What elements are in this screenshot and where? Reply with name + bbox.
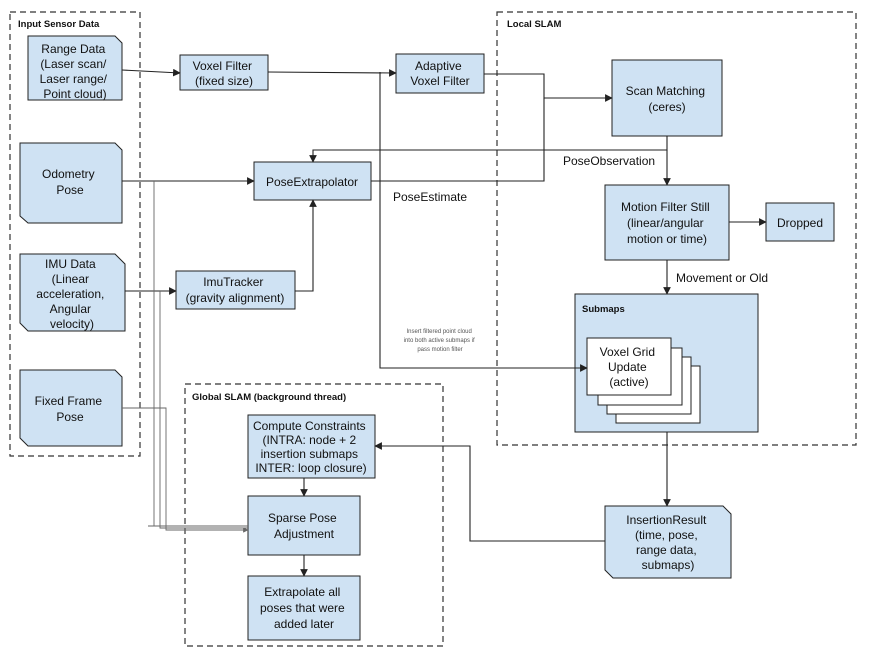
local-slam-group bbox=[496, 11, 857, 446]
compute-constraints-node bbox=[247, 414, 376, 479]
extrapolate-all-label: Extrapolate all poses that were added la… bbox=[260, 585, 348, 631]
edge-odometry-to-sparse bbox=[153, 181, 248, 527]
odometry-node bbox=[19, 142, 123, 224]
edge-tracker-to-extrapolator bbox=[295, 199, 317, 292]
scan-matching-label: Scan Matching (ceres) bbox=[626, 84, 709, 114]
local-slam-group-title: Local SLAM bbox=[507, 19, 561, 30]
range-data-label: Range Data (Laser scan/ Laser range/ Poi… bbox=[40, 42, 111, 101]
motion-filter-node bbox=[604, 184, 730, 261]
insert-note-label: Insert filtered point cloud into both ac… bbox=[404, 329, 477, 353]
insertion-result-label: InsertionResult (time, pose, range data,… bbox=[626, 513, 709, 572]
global-slam-group-title: Global SLAM (background thread) bbox=[192, 392, 346, 403]
voxel-filter-label: Voxel Filter (fixed size) bbox=[193, 59, 256, 88]
voxel-grid-label: Voxel Grid Update (active) bbox=[600, 345, 659, 389]
scan-matching-node bbox=[611, 59, 723, 137]
edge-range-to-voxel bbox=[121, 68, 181, 77]
imu-tracker-node bbox=[175, 270, 296, 310]
submaps-title: Submaps bbox=[582, 304, 625, 315]
input-sensor-group-title: Input Sensor Data bbox=[18, 19, 100, 30]
adaptive-voxel-label: Adaptive Voxel Filter bbox=[410, 59, 469, 88]
pose-extrapolator-node bbox=[253, 161, 372, 201]
odometry-label: Odometry Pose bbox=[42, 167, 98, 197]
edge-fixedframe-to-sparse bbox=[122, 407, 249, 533]
movement-or-old-label: Movement or Old bbox=[676, 271, 768, 285]
edge-voxel-to-voxelgrid bbox=[379, 72, 588, 372]
edge-insertion-to-constraints bbox=[374, 442, 605, 542]
edge-voxel-to-adaptive bbox=[267, 69, 397, 77]
edge-scanmatching-to-extrapolator bbox=[309, 136, 668, 163]
imu-data-label: IMU Data (Linear acceleration, Angular v… bbox=[36, 257, 107, 331]
edge-extrapolator-to-scanmatching bbox=[371, 98, 545, 182]
sparse-pose-node bbox=[247, 495, 361, 556]
fixed-frame-label: Fixed Frame Pose bbox=[35, 394, 106, 424]
imu-data-node bbox=[19, 253, 126, 332]
insertion-result-node bbox=[604, 505, 732, 579]
pose-estimate-label: PoseEstimate bbox=[393, 190, 467, 204]
range-data-node bbox=[27, 35, 123, 101]
edge-adaptive-to-scanmatching bbox=[484, 73, 613, 102]
pose-extrapolator-label: PoseExtrapolator bbox=[266, 175, 358, 189]
dropped-label: Dropped bbox=[777, 216, 823, 230]
voxel-grid-node bbox=[586, 337, 672, 396]
sparse-pose-label: Sparse Pose Adjustment bbox=[268, 511, 340, 541]
compute-constraints-label: Compute Constraints (INTRA: node + 2 ins… bbox=[253, 419, 369, 475]
imu-tracker-label: ImuTracker (gravity alignment) bbox=[186, 275, 285, 305]
motion-filter-label: Motion Filter Still (linear/angular moti… bbox=[621, 200, 713, 246]
edge-imu-to-sparse bbox=[159, 291, 248, 529]
fixed-frame-node bbox=[19, 369, 123, 447]
pose-observation-label: PoseObservation bbox=[563, 154, 655, 168]
input-sensor-group bbox=[9, 11, 141, 457]
